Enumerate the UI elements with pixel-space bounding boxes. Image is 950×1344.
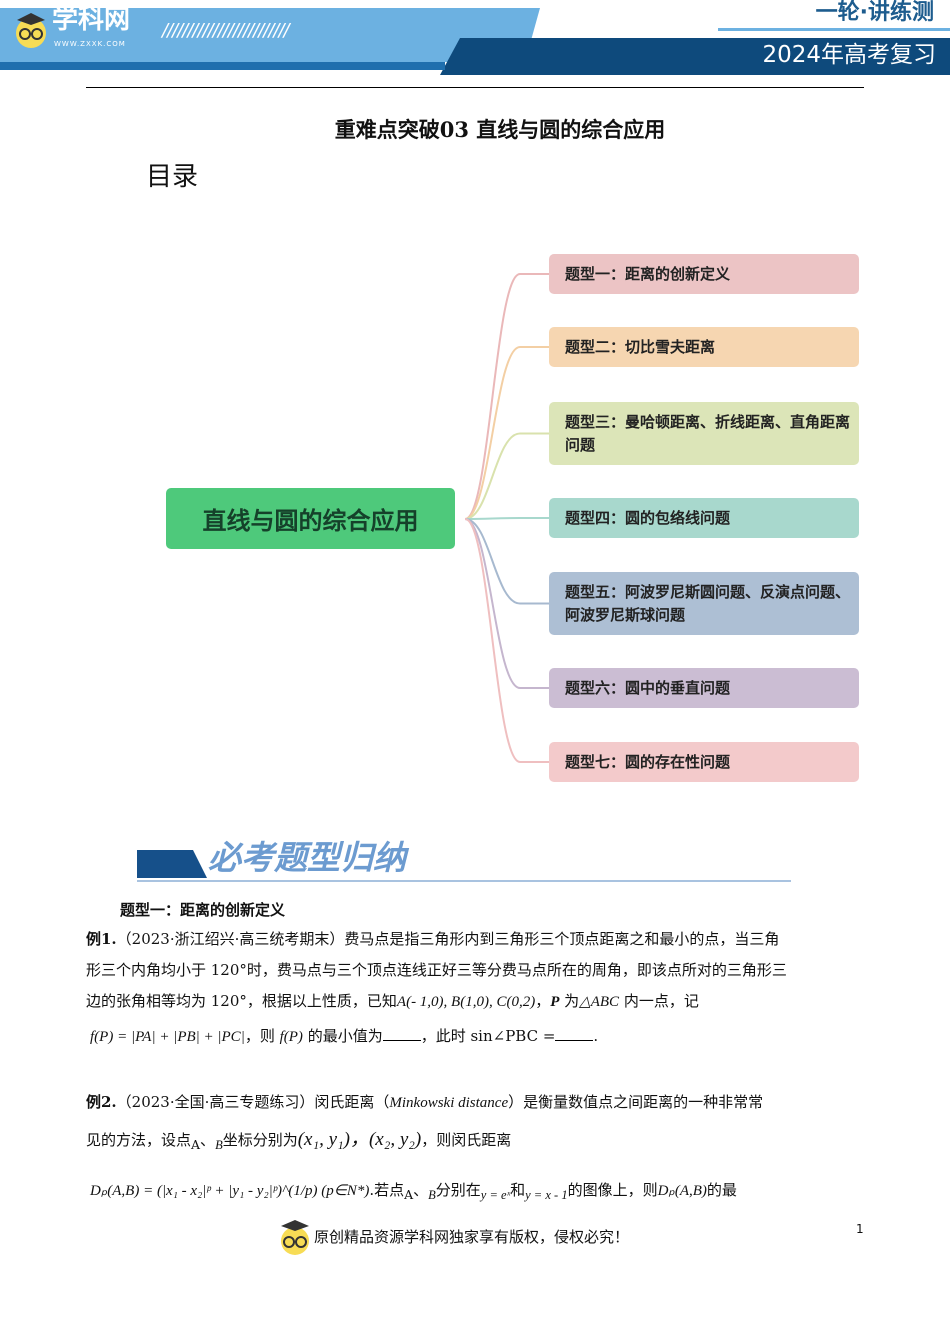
decorative-slashes: ///////////////////////// [162, 20, 290, 41]
page-number: 1 [856, 1222, 864, 1236]
math: A(- 1,0), B(1,0), C(0,2) [396, 994, 536, 1010]
example1-line4: f(P) = |PA| + |PB| + |PC|，则 f(P) 的最小值为 ，此… [90, 1026, 598, 1047]
mindmap-center: 直线与圆的综合应用 [166, 488, 455, 549]
mindmap-node-6: 题型六：圆中的垂直问题 [549, 668, 859, 708]
text: ，此时 sin∠PBC = [420, 1027, 556, 1045]
mascot-icon [281, 1220, 309, 1255]
math: A [404, 1187, 414, 1202]
text: 的最 [706, 1181, 737, 1199]
node-label: 题型五：阿波罗尼斯圆问题、反演点问题、阿波罗尼斯球问题 [565, 582, 851, 624]
text: ）是衡量数值点之间距离的一种非常常 [508, 1093, 764, 1111]
node-label: 题型六：圆中的垂直问题 [565, 678, 731, 697]
mindmap-link [464, 432, 549, 520]
subsection-title: 题型一：距离的创新定义 [120, 901, 286, 919]
math: y = x - 1 [525, 1188, 568, 1202]
mindmap-link [464, 518, 549, 605]
series-label: 一轮·讲练测 [815, 0, 934, 25]
text: 见的方法，设点 [86, 1131, 192, 1149]
math: y = eˣ [480, 1188, 511, 1202]
mindmap-link [464, 518, 549, 763]
math: Minkowski distance [389, 1095, 509, 1111]
math: ，(x₂, y₂) [349, 1129, 422, 1150]
text: 的图像上，则 [567, 1181, 658, 1199]
text: . [593, 1027, 599, 1045]
text: 分别在 [435, 1181, 481, 1199]
text: .若点 [369, 1181, 405, 1199]
math: B [215, 1138, 223, 1152]
example1-line2: 形三个内角均小于 120°时，费马点与三个顶点连线正好三等分费马点所在的周角，即… [86, 961, 787, 979]
text: 和 [510, 1181, 526, 1199]
example2-line2: 见的方法，设点A、B坐标分别为(x₁, y₁)，(x₂, y₂)，则闵氏距离 [86, 1130, 511, 1155]
mindmap-node-7: 题型七：圆的存在性问题 [549, 742, 859, 782]
math: Dₚ(A,B) = (|x₁ - x₂|ᵖ + |y₁ - y₂|ᵖ)^(1/p… [90, 1183, 370, 1199]
example-label: 例2. [86, 1093, 117, 1111]
answer-blank [382, 1040, 421, 1041]
mindmap-node-2: 题型二：切比雪夫距离 [549, 327, 859, 367]
example2-line1: 例2.（2023·全国·高三专题练习）闵氏距离（Minkowski distan… [86, 1092, 763, 1113]
text: ， [535, 992, 551, 1010]
text: 、 [413, 1181, 429, 1199]
node-label: 题型三：曼哈顿距离、折线距离、直角距离问题 [565, 412, 851, 454]
mindmap-node-5: 题型五：阿波罗尼斯圆问题、反演点问题、阿波罗尼斯球问题 [549, 572, 859, 635]
math: P [550, 994, 560, 1010]
text: 内一点，记 [619, 992, 699, 1010]
text: 为 [559, 992, 580, 1010]
node-label: 题型一：距离的创新定义 [565, 264, 731, 283]
math: f(P) [279, 1029, 303, 1045]
footer: 原创精品资源学科网独家享有版权，侵权必究！ [278, 1218, 629, 1256]
divider [86, 87, 864, 88]
math: f(P) = |PA| + |PB| + |PC| [90, 1029, 245, 1045]
example-label: 例1. [86, 930, 117, 948]
example1-line3: 边的张角相等均为 120°，根据以上性质，已知A(- 1,0), B(1,0),… [86, 991, 699, 1012]
math: (x₁, y₁) [297, 1129, 350, 1150]
node-label: 题型四：圆的包络线问题 [565, 508, 731, 527]
mindmap-node-1: 题型一：距离的创新定义 [549, 254, 859, 294]
section-bar-icon [137, 850, 207, 878]
example1-line1: 例1.（2023·浙江绍兴·高三统考期末）费马点是指三角形内到三角形三个顶点距离… [86, 929, 779, 949]
page-title: 重难点突破03 直线与圆的综合应用 [334, 117, 666, 142]
math: △ABC [579, 994, 620, 1010]
mindmap-link [464, 273, 549, 520]
math: Dₚ(A,B) [657, 1183, 707, 1199]
node-label: 题型二：切比雪夫距离 [565, 337, 716, 356]
mindmap-link [464, 517, 549, 520]
section-title: 必考题型归纳 [208, 838, 406, 877]
math: B [428, 1188, 436, 1202]
mindmap-node-4: 题型四：圆的包络线问题 [549, 498, 859, 538]
text: 、 [200, 1131, 216, 1149]
text: ，则 [244, 1027, 280, 1045]
node-label: 题型七：圆的存在性问题 [565, 752, 731, 771]
example2-line3: Dₚ(A,B) = (|x₁ - x₂|ᵖ + |y₁ - y₂|ᵖ)^(1/p… [90, 1180, 737, 1205]
mindmap-link [464, 518, 549, 689]
logo-text: 学科网 [52, 5, 131, 35]
text: 边的张角相等均为 120°，根据以上性质，已知 [86, 992, 397, 1010]
text: （2023·浙江绍兴·高三统考期末）费马点是指三角形内到三角形三个顶点距离之和最… [116, 930, 780, 948]
copyright-text: 原创精品资源学科网独家享有版权，侵权必究！ [314, 1228, 630, 1246]
mindmap-node-3: 题型三：曼哈顿距离、折线距离、直角距离问题 [549, 402, 859, 465]
text: 坐标分别为 [222, 1131, 298, 1149]
mindmap-link [464, 346, 549, 520]
section-underline [137, 880, 791, 882]
math: A [191, 1137, 201, 1152]
logo-url: WWW.ZXXK.COM [54, 40, 126, 48]
answer-blank [555, 1040, 594, 1041]
header-banner [0, 8, 950, 75]
text: （2023·全国·高三专题练习）闵氏距离（ [116, 1093, 390, 1111]
text: 的最小值为 [302, 1027, 383, 1045]
toc-heading: 目录 [146, 162, 199, 192]
text: ，则闵氏距离 [421, 1131, 512, 1149]
year-label: 2024年高考复习 [762, 42, 936, 68]
mindmap-links [464, 273, 549, 763]
